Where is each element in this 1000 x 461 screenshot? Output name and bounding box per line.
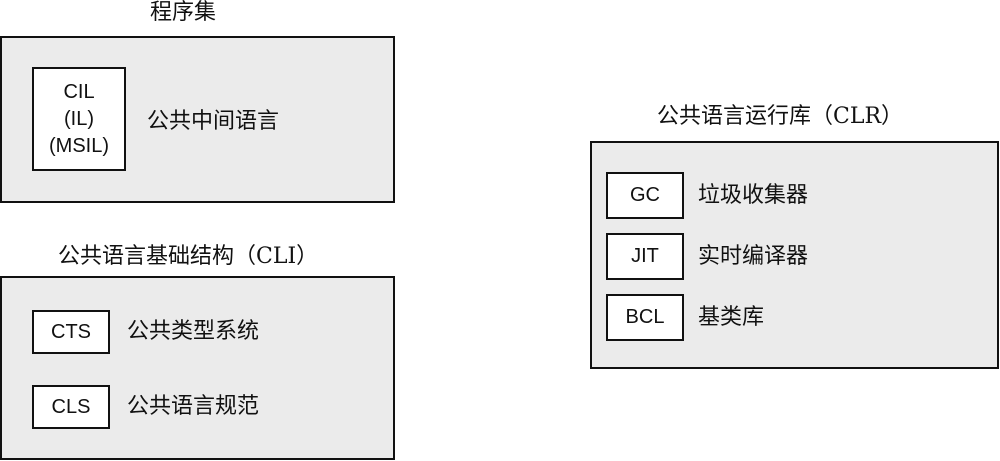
cil-label-line1: CIL bbox=[63, 80, 95, 103]
clr-title: 公共语言运行库（CLR） bbox=[657, 104, 904, 129]
cts-description: 公共类型系统 bbox=[127, 319, 260, 344]
cli-title: 公共语言基础结构（CLI） bbox=[58, 244, 319, 269]
cts-box: CTS bbox=[32, 310, 110, 354]
bcl-description: 基类库 bbox=[698, 305, 765, 330]
jit-box: JIT bbox=[606, 233, 684, 280]
gc-box: GC bbox=[606, 172, 684, 219]
clr-panel: GC 垃圾收集器 JIT 实时编译器 BCL 基类库 bbox=[590, 141, 999, 369]
gc-description: 垃圾收集器 bbox=[698, 183, 809, 208]
assembly-title: 程序集 bbox=[150, 0, 217, 25]
bcl-box: BCL bbox=[606, 294, 684, 341]
cil-label-line2: (IL) bbox=[64, 107, 94, 130]
cli-panel: CTS 公共类型系统 CLS 公共语言规范 bbox=[0, 276, 395, 460]
assembly-panel: CIL (IL) (MSIL) 公共中间语言 bbox=[0, 36, 395, 203]
jit-description: 实时编译器 bbox=[698, 244, 809, 269]
cls-description: 公共语言规范 bbox=[127, 394, 260, 419]
cil-box: CIL (IL) (MSIL) bbox=[32, 67, 126, 171]
cil-label-line3: (MSIL) bbox=[49, 134, 109, 157]
cil-description: 公共中间语言 bbox=[147, 109, 280, 134]
cls-box: CLS bbox=[32, 385, 110, 429]
